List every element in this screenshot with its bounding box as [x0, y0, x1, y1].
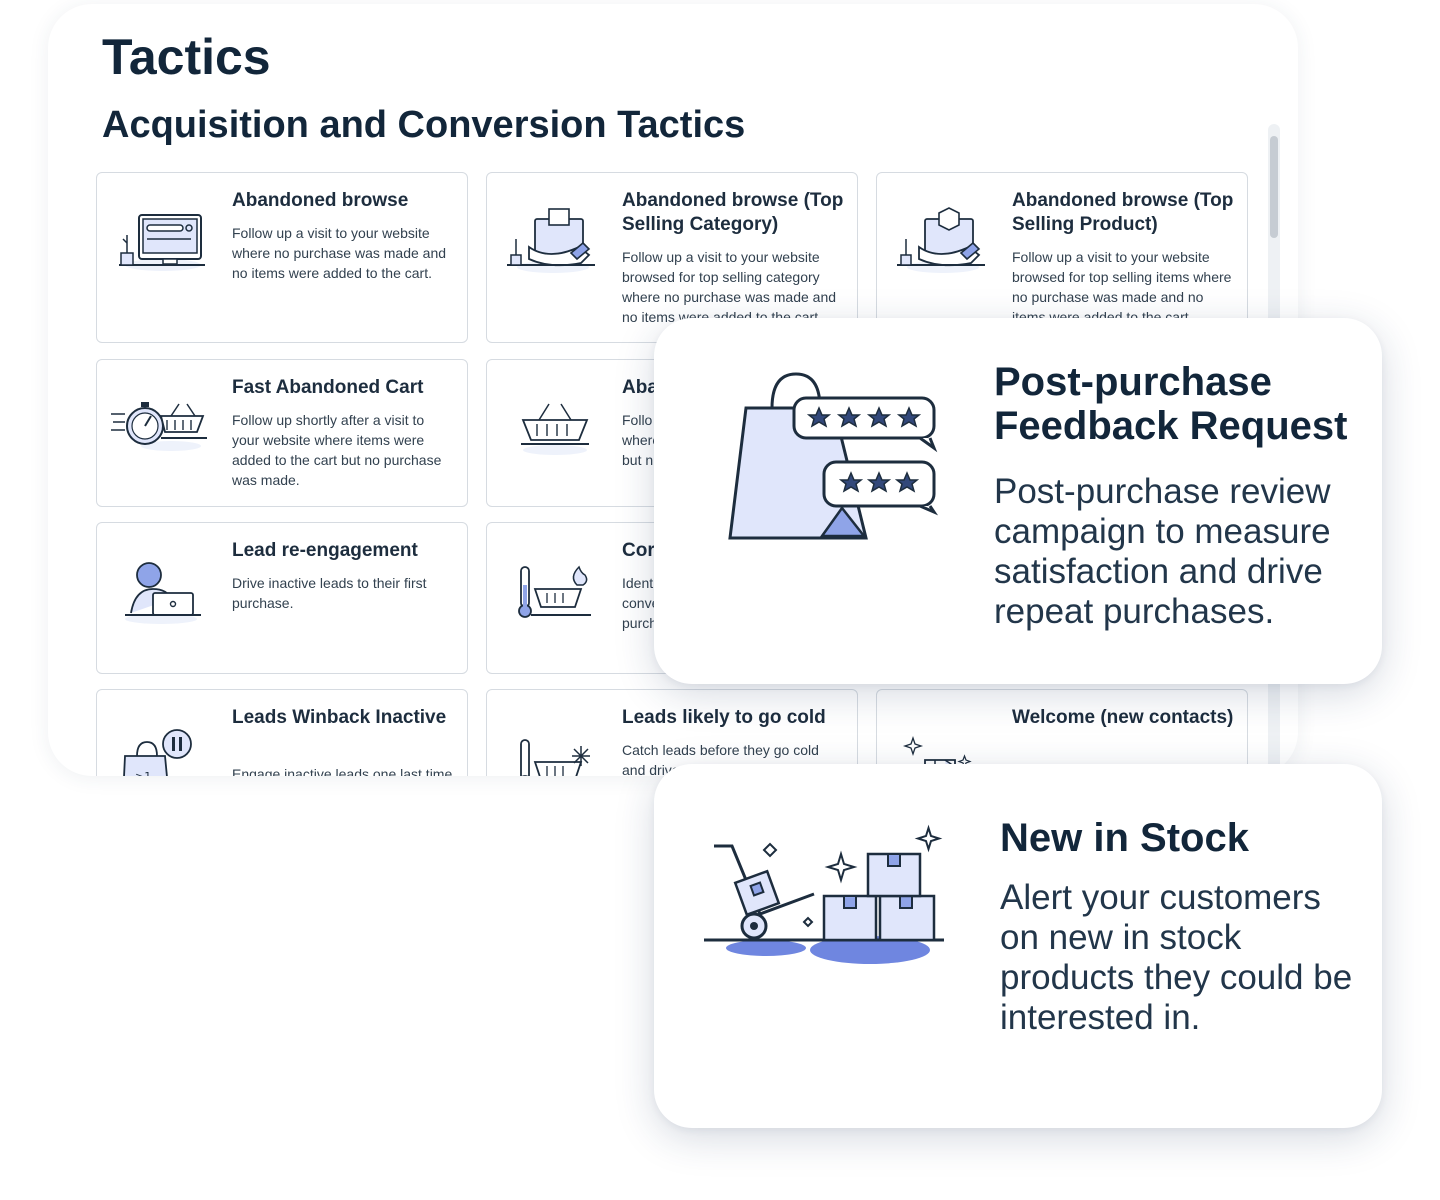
tactic-description: Follow up a visit to your website browse… — [622, 249, 837, 325]
card-new-in-stock[interactable]: New in Stock Alert your customers on new… — [654, 764, 1382, 1128]
tactic-title: Cor — [622, 540, 655, 561]
hand-box-category-icon — [507, 208, 595, 273]
tactic-title: Abandoned browse — [232, 190, 409, 211]
hand-truck-boxes-icon — [704, 824, 944, 964]
tactic-title: Abandoned browse (Top Selling Category) — [622, 190, 844, 235]
tactic-title: Leads Winback Inactive — [232, 707, 447, 728]
tactic-title: Aba — [622, 377, 658, 398]
basket-icon — [521, 403, 589, 455]
svg-text:>1: >1 — [135, 770, 151, 776]
tactic-description: Follo where but n — [622, 412, 661, 468]
tactic-description: Follow up a visit to your website browse… — [1012, 249, 1232, 325]
tactic-tile-fast-abandoned-cart[interactable]: Fast Abandoned Cart Follow up shortly af… — [96, 359, 468, 507]
hand-box-product-icon — [897, 207, 985, 273]
tactic-tile-abandoned-browse[interactable]: Abandoned browse Follow up a visit to yo… — [96, 172, 468, 343]
tactic-tile-welcome-new-contacts[interactable]: Welcome (new contacts) — [876, 689, 1248, 776]
tactic-title: Fast Abandoned Cart — [232, 377, 424, 398]
card-title: New in Stock — [1000, 816, 1249, 860]
tactic-title: Lead re-engagement — [232, 540, 418, 561]
tactic-title: Leads likely to go cold — [622, 707, 826, 728]
tactic-tile-leads-likely-to-go-cold[interactable]: Leads likely to go cold Catch leads befo… — [486, 689, 858, 776]
tactic-tile-abandoned-browse-top-category[interactable]: Abandoned browse (Top Selling Category) … — [486, 172, 858, 343]
tactic-title: Welcome (new contacts) — [1012, 707, 1234, 728]
person-laptop-icon — [125, 562, 201, 624]
tactic-tile-leads-winback-inactive[interactable]: >1 Leads Winback Inactive Engage inactiv… — [96, 689, 468, 776]
thermometer-cold-basket-icon — [520, 739, 590, 776]
tactic-tile-abandoned-browse-top-product[interactable]: Abandoned browse (Top Selling Product) F… — [876, 172, 1248, 343]
tactic-tile-lead-re-engagement[interactable]: Lead re-engagement Drive inactive leads … — [96, 522, 468, 674]
card-description: Post-purchase review campaign to measure… — [994, 472, 1331, 631]
tactic-description: Follow up shortly after a visit to your … — [232, 412, 442, 488]
card-post-purchase-feedback[interactable]: Post-purchase Feedback Request Post-purc… — [654, 318, 1382, 684]
tactic-description: Ident conve purch — [622, 575, 660, 631]
scrollbar-thumb[interactable] — [1270, 136, 1278, 238]
card-description: Alert your customers on new in stock pro… — [1000, 878, 1353, 1037]
bag-pause-icon: >1 — [123, 729, 192, 776]
page-title: Tactics — [102, 29, 271, 85]
tactic-title: Abandoned browse (Top Selling Product) — [1012, 190, 1234, 235]
tactic-description: Follow up a visit to your website where … — [232, 225, 447, 281]
bag-star-review-icon — [728, 372, 939, 540]
tactic-description: Engage inactive leads one last time — [232, 766, 453, 776]
section-title: Acquisition and Conversion Tactics — [102, 104, 746, 146]
thermometer-hot-basket-icon — [518, 565, 591, 618]
tactic-description: Drive inactive leads to their first purc… — [232, 575, 427, 611]
card-title: Post-purchase Feedback Request — [994, 360, 1348, 448]
monitor-search-icon — [119, 214, 205, 271]
stopwatch-basket-icon — [111, 402, 207, 451]
